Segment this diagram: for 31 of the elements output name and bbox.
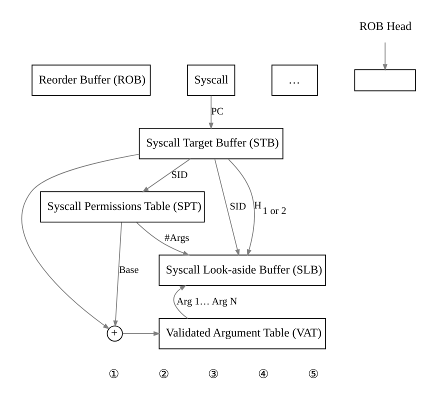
arrow <box>382 42 388 71</box>
node-circle: + <box>106 326 123 342</box>
edge-label: SID <box>230 202 246 213</box>
label: ② <box>158 367 170 382</box>
arrow <box>113 222 122 328</box>
node-box: … <box>272 64 318 96</box>
node-box <box>354 69 416 92</box>
edge-label: Arg 1… Arg N <box>176 296 238 308</box>
arrow <box>122 331 160 336</box>
arrow <box>142 158 191 192</box>
node-box: Syscall Look-aside Buffer (SLB) <box>158 254 326 286</box>
arrow <box>228 158 255 256</box>
arrow <box>214 158 240 256</box>
edge-label: #Args <box>164 233 190 244</box>
label: ③ <box>208 367 220 382</box>
arrow <box>173 284 188 319</box>
edge-label: SID <box>171 170 188 181</box>
arrow <box>21 154 140 330</box>
label: ④ <box>258 367 269 382</box>
node-text: ROB Head <box>359 19 412 34</box>
arrow <box>136 222 190 256</box>
edge-label: Base <box>119 264 139 276</box>
node-box: Syscall <box>187 64 236 96</box>
arrow <box>208 95 214 130</box>
label: ① <box>108 367 120 382</box>
node-box: Syscall Permissions Table (SPT) <box>40 191 205 223</box>
node-box: Syscall Target Buffer (STB) <box>138 128 284 160</box>
label: ⑤ <box>308 367 319 382</box>
node-box: Reorder Buffer (ROB) <box>32 64 151 96</box>
edge-label: PC <box>211 106 224 118</box>
node-box: Validated Argument Table (VAT) <box>158 318 326 350</box>
